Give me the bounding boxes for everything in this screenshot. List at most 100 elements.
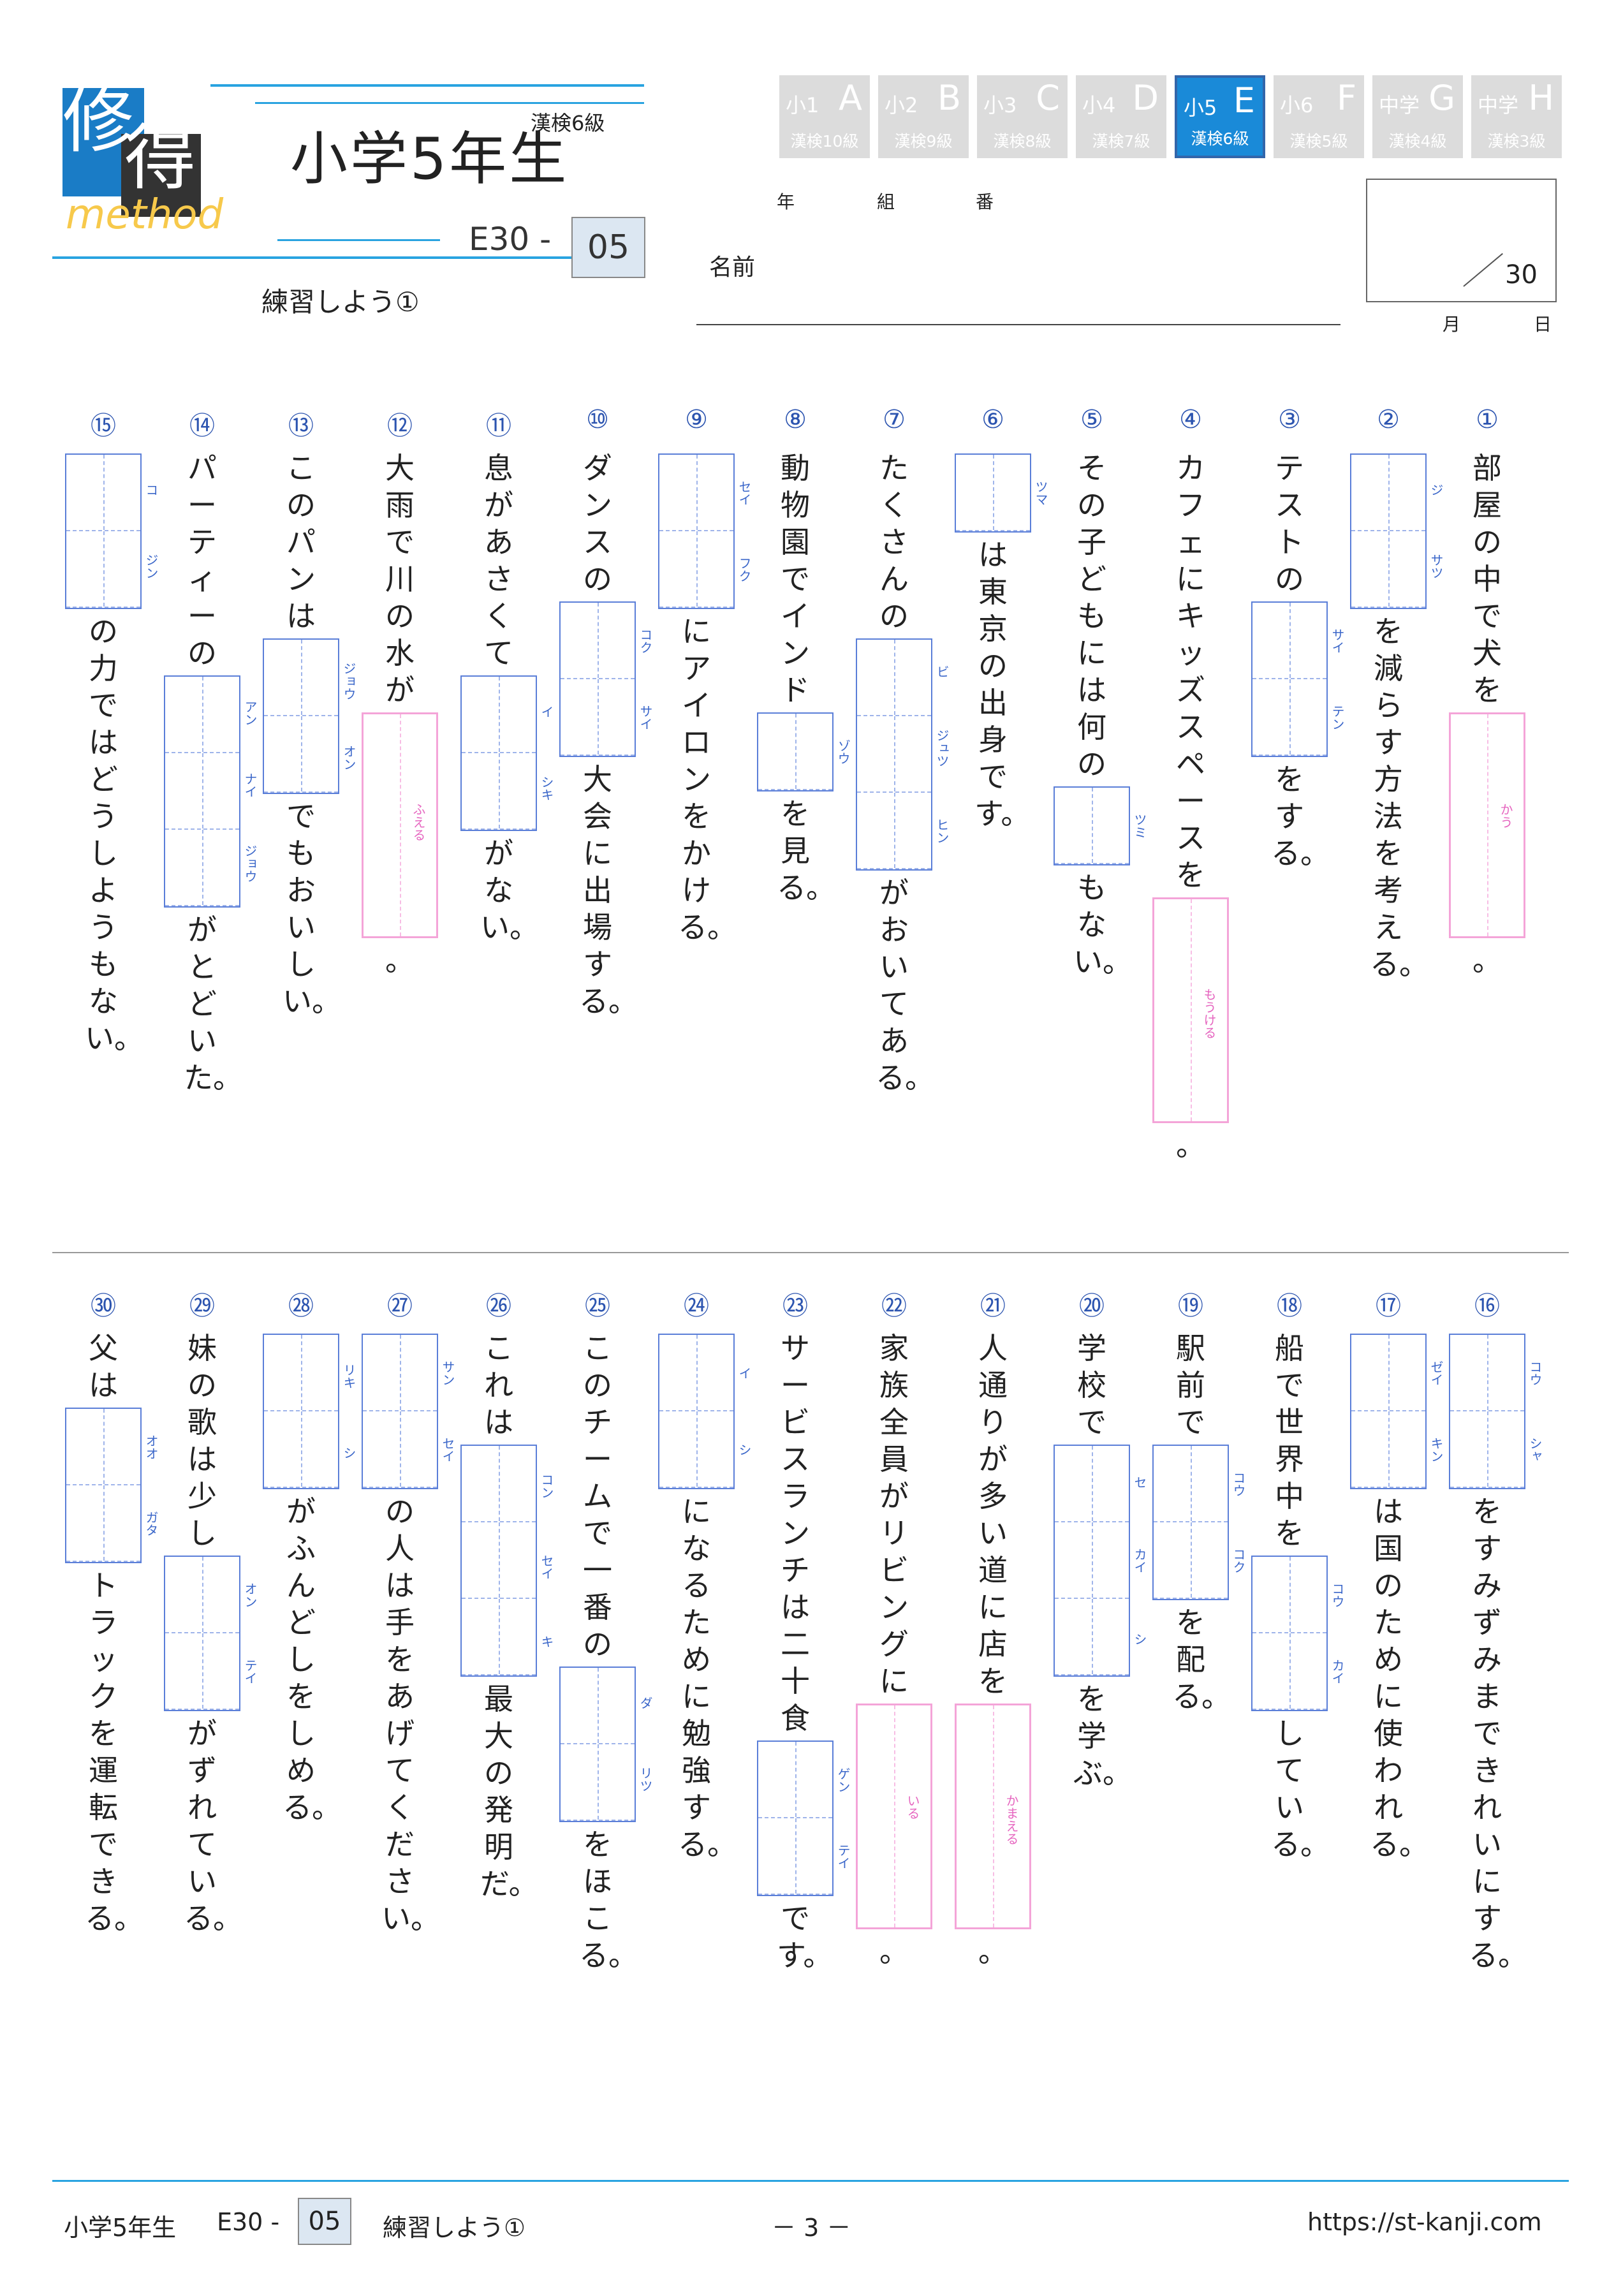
answer-cell[interactable] <box>264 640 338 716</box>
kanji-answer-box[interactable]: サンセイ <box>362 1334 455 1489</box>
answer-cell[interactable] <box>1154 1446 1228 1522</box>
kanji-answer-box[interactable]: セイフク <box>658 453 752 609</box>
kanji-answer-box[interactable]: ツミ <box>1054 786 1147 865</box>
score-box[interactable] <box>1366 179 1557 302</box>
question-number: ⑥ <box>981 405 1004 434</box>
kanji-answer-box[interactable]: コウコク <box>1152 1445 1246 1600</box>
kanji-answer-box[interactable]: ゲンテイ <box>757 1740 851 1896</box>
answer-cell[interactable] <box>857 793 931 869</box>
kanji-answer-box[interactable]: イシ <box>658 1334 752 1489</box>
answer-cell[interactable] <box>659 1411 733 1488</box>
answer-cell[interactable] <box>363 1335 437 1411</box>
answer-cell[interactable] <box>1252 1633 1326 1710</box>
kanji-answer-box[interactable]: オオガタ <box>65 1408 159 1563</box>
okurigana-answer-box[interactable]: かまえる <box>955 1704 1031 1929</box>
answer-cell[interactable] <box>165 1557 239 1633</box>
kanji-answer-box[interactable]: コクサイ <box>559 601 653 757</box>
kanji-answer-box[interactable]: イシキ <box>460 675 554 831</box>
answer-cell[interactable] <box>462 1446 536 1522</box>
answer-cell[interactable] <box>462 677 536 753</box>
day-label: 日 <box>1534 314 1552 335</box>
answer-cell[interactable] <box>1252 1557 1326 1633</box>
okurigana-answer-box[interactable]: いる <box>856 1704 932 1929</box>
answer-cell[interactable] <box>561 679 635 756</box>
answer-cell[interactable] <box>561 1668 635 1744</box>
name-field[interactable] <box>696 324 1340 325</box>
answer-cell[interactable] <box>956 455 1030 531</box>
kanji-answer-box[interactable]: ジョウオン <box>263 638 356 794</box>
answer-cell[interactable] <box>659 1335 733 1411</box>
answer-cell[interactable] <box>165 753 239 830</box>
answer-cell[interactable] <box>1351 531 1425 608</box>
answer-cell[interactable] <box>659 455 733 531</box>
kanji-answer-box[interactable]: セカイシ <box>1054 1445 1147 1677</box>
answer-cell[interactable] <box>758 714 832 790</box>
reading-hint: カイ <box>1330 1659 1345 1684</box>
level-grade: 小6 <box>1280 93 1314 117</box>
answer-cell[interactable] <box>1252 679 1326 756</box>
okurigana-answer-box[interactable]: ふえる <box>362 712 438 938</box>
answer-cell[interactable] <box>1351 1335 1425 1411</box>
kanji-answer-box[interactable]: コウシャ <box>1449 1334 1543 1489</box>
answer-cell[interactable] <box>264 1411 338 1488</box>
answer-cell[interactable] <box>66 531 140 608</box>
answer-cell[interactable] <box>1154 1522 1228 1599</box>
okurigana-answer-box[interactable]: もうける <box>1152 897 1229 1123</box>
kanji-answer-box[interactable]: ゼイキン <box>1350 1334 1444 1489</box>
kanji-answer-box[interactable]: ビジュツヒン <box>856 638 950 871</box>
kanji-answer-box[interactable]: コジン <box>65 453 159 609</box>
okurigana-answer-box[interactable]: かう <box>1449 712 1525 938</box>
answer-cell[interactable] <box>1055 1446 1129 1522</box>
kanji-answer-box[interactable]: アンナイジョウ <box>164 675 258 908</box>
kanji-answer-box[interactable]: オンテイ <box>164 1556 258 1711</box>
answer-cell[interactable] <box>561 603 635 679</box>
reading-hint: キ <box>539 1635 554 1648</box>
answer-cell[interactable] <box>363 1411 437 1488</box>
answer-cell[interactable] <box>165 1633 239 1710</box>
answer-cell[interactable] <box>165 677 239 753</box>
answer-cell[interactable] <box>264 716 338 793</box>
answer-cell[interactable] <box>1055 1599 1129 1675</box>
kanji-answer-box[interactable]: コウカイ <box>1251 1556 1345 1711</box>
answer-cell[interactable] <box>1450 1411 1524 1488</box>
answer-cell[interactable] <box>66 1409 140 1485</box>
answer-cell[interactable] <box>1055 1522 1129 1599</box>
answer-cell[interactable] <box>1351 1411 1425 1488</box>
answer-cell[interactable] <box>1351 455 1425 531</box>
answer-cell[interactable] <box>758 1818 832 1895</box>
answer-cell[interactable] <box>1055 788 1129 864</box>
answer-cell[interactable] <box>66 455 140 531</box>
answer-cell[interactable] <box>264 1335 338 1411</box>
kanji-answer-box[interactable]: ジサツ <box>1350 453 1444 609</box>
kanji-answer-box[interactable]: サイテン <box>1251 601 1345 757</box>
answer-cell[interactable] <box>857 640 931 716</box>
answer-cell[interactable] <box>758 1742 832 1818</box>
answer-cell[interactable] <box>462 1522 536 1599</box>
answer-cell[interactable] <box>66 1485 140 1562</box>
answer-cell[interactable] <box>462 753 536 830</box>
answer-cell[interactable] <box>1252 603 1326 679</box>
kanji-answer-box[interactable]: リキシ <box>263 1334 356 1489</box>
answer-cell[interactable] <box>659 531 733 608</box>
answer-cell[interactable] <box>165 830 239 906</box>
answer-cell[interactable] <box>1450 1335 1524 1411</box>
question-text: ダンスの <box>583 451 612 596</box>
kanji-answer-box[interactable]: ツマ <box>955 453 1048 533</box>
kanji-answer-box[interactable]: コンセイキ <box>460 1445 554 1677</box>
answer-cell[interactable] <box>561 1744 635 1821</box>
answer-cell[interactable] <box>462 1599 536 1675</box>
answer-cell[interactable] <box>857 716 931 793</box>
kanji-answer-box[interactable]: ダリツ <box>559 1667 653 1822</box>
kanji-answer-box[interactable]: ゾウ <box>757 712 851 791</box>
question-number: ⑫ <box>387 411 413 441</box>
